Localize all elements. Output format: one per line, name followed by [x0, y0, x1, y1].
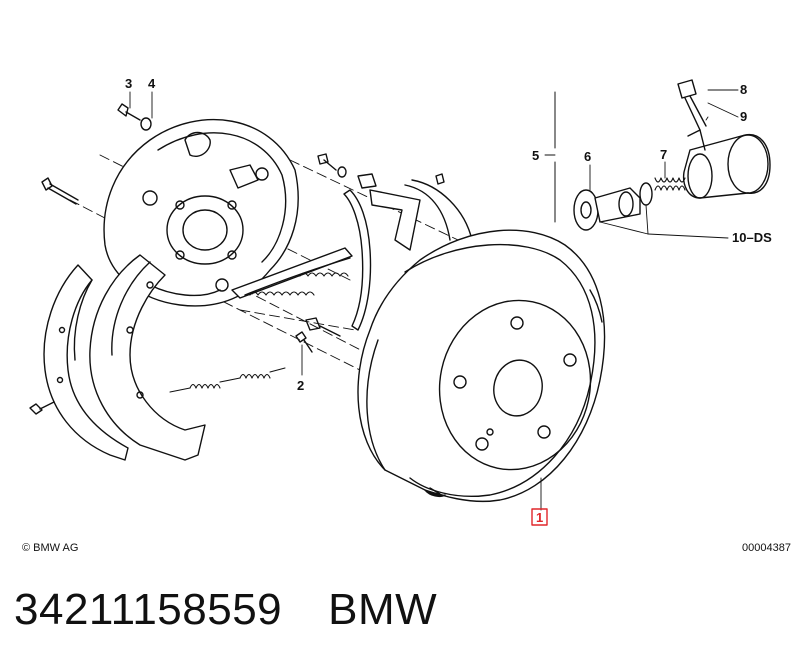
nut-mid — [305, 317, 341, 337]
lower-spring — [169, 367, 286, 393]
callout-3: 3 — [125, 76, 132, 91]
wheel-cylinder — [682, 129, 771, 199]
callout-4: 4 — [148, 76, 156, 91]
part-number: 34211158559 — [14, 585, 283, 634]
callout-1-highlight — [531, 508, 548, 526]
callout-7: 7 — [660, 147, 667, 162]
upper-spring — [249, 272, 349, 296]
pin-2 — [295, 331, 313, 353]
small-bolt-right — [435, 173, 445, 185]
callout-6: 6 — [584, 149, 591, 164]
callout-10-ds: 10–DS — [732, 230, 772, 245]
piston-6 — [573, 182, 653, 231]
washer-4 — [140, 117, 152, 131]
brake-drum — [357, 229, 606, 503]
callout-9: 9 — [740, 109, 747, 124]
brake-shoe-outer — [29, 264, 129, 461]
callout-2: 2 — [297, 378, 304, 393]
bleeder-screw-8 — [677, 79, 707, 131]
parking-lever — [343, 179, 473, 331]
brake-shoe-inner — [89, 254, 206, 461]
callout-8: 8 — [740, 82, 747, 97]
brake-assembly-diagram: 3 4 2 5 6 7 8 9 10–DS 1 — [29, 76, 772, 526]
diagram-id: 00004387 — [742, 542, 791, 554]
brand-name: BMW — [328, 585, 438, 634]
copyright-notice: © BMW AG — [22, 542, 79, 554]
top-pin — [317, 153, 347, 178]
callout-1: 1 — [536, 510, 543, 525]
callout-5: 5 — [532, 148, 539, 163]
part-caption: 34211158559 BMW — [14, 585, 483, 635]
spring-7 — [654, 177, 686, 191]
bolt-3 — [117, 103, 141, 121]
leader-lines — [129, 89, 739, 511]
stud-bolt — [41, 177, 79, 205]
clip — [357, 173, 377, 189]
